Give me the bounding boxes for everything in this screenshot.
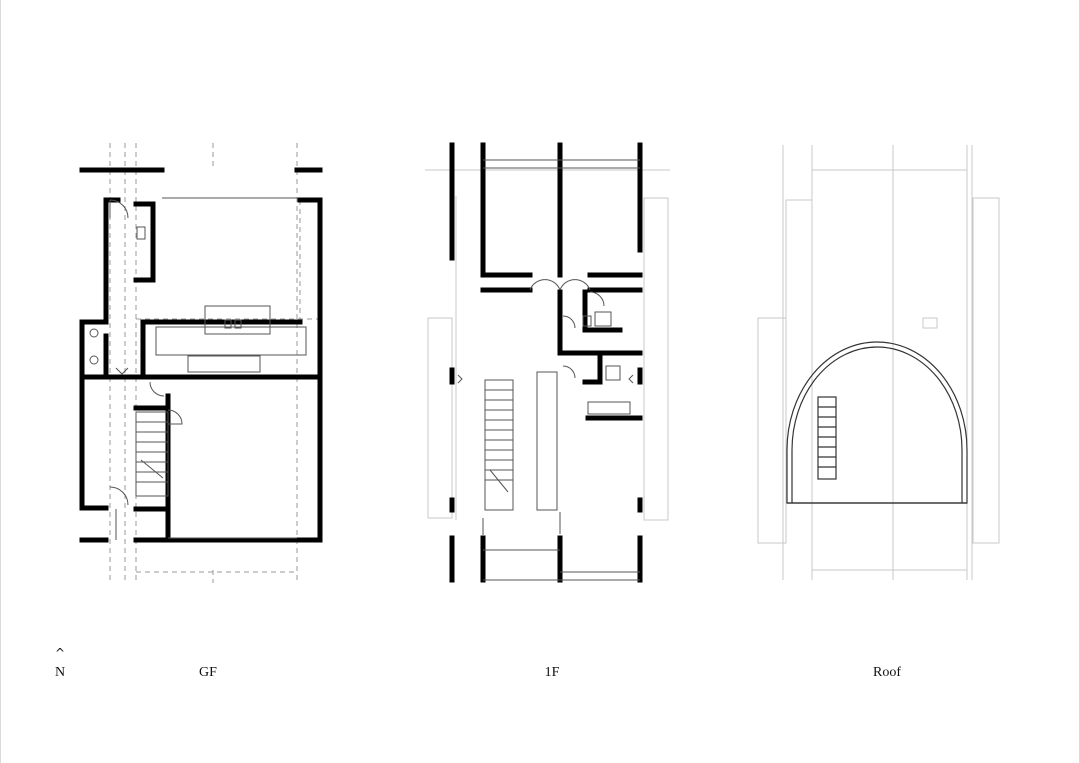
plan-label-gf: GF [199, 665, 217, 680]
gf-details [89, 197, 307, 540]
roof-vault [786, 341, 968, 504]
plan-1f [425, 142, 670, 583]
1f-walls [449, 142, 643, 583]
north-arrow-icon: ^ [54, 646, 66, 660]
plan-roof [757, 145, 1000, 580]
plan-label-roof: Roof [873, 665, 901, 680]
plan-gf [79, 143, 323, 583]
gf-walls [79, 167, 323, 543]
1f-faint-lines [425, 169, 670, 521]
roof-faint-lines [757, 145, 1000, 580]
sheet-edge-left [0, 0, 1, 763]
1f-details [457, 159, 640, 581]
plan-label-1f: 1F [544, 665, 560, 680]
north-label: N [54, 665, 66, 680]
